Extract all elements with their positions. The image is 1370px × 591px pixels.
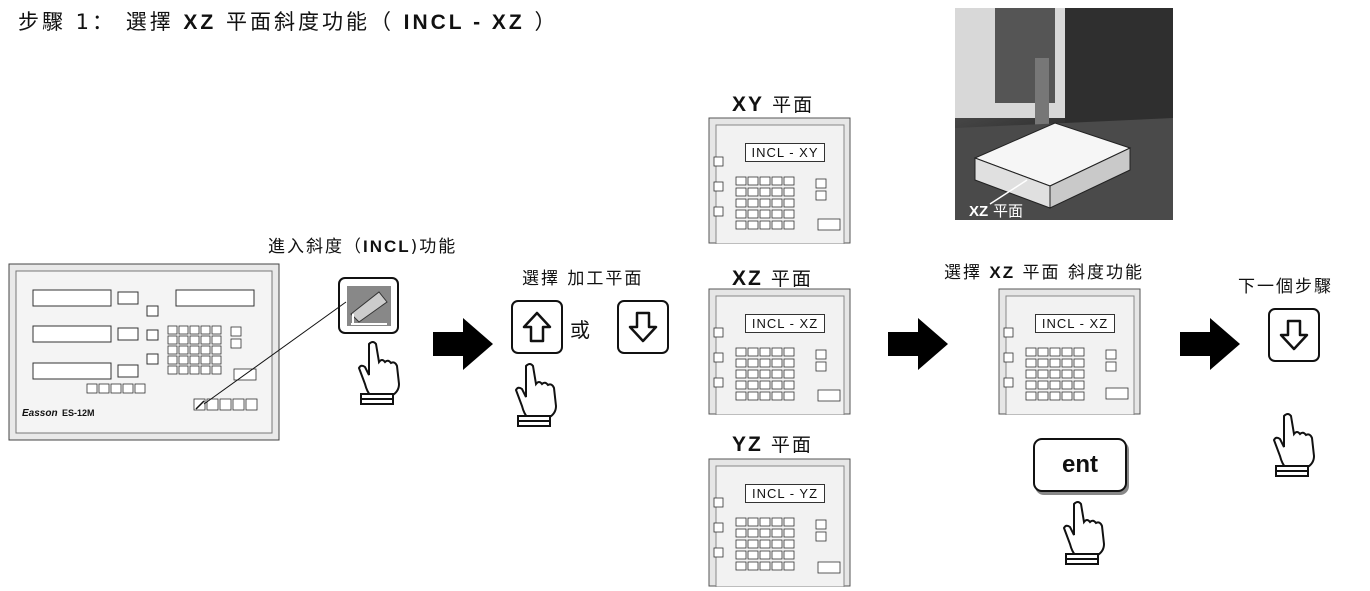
mini-display-xz: INCL - XZ: [745, 314, 825, 333]
milling-machine-photo: XZ 平面: [955, 8, 1173, 220]
mini-panel-xy: INCL - XY: [708, 117, 851, 245]
incl-key[interactable]: [338, 277, 399, 334]
next-down-key[interactable]: [1268, 308, 1320, 362]
pointing-hand-icon: [357, 341, 401, 405]
mini-display-xy: INCL - XY: [745, 143, 825, 162]
right-arrow-icon: [433, 318, 493, 370]
plane-label-xz: XZ 平面: [732, 267, 813, 290]
step1-label: 進入斜度（INCL)功能: [268, 237, 458, 257]
plane-label-xy: XY 平面: [732, 93, 815, 116]
ent-button[interactable]: ent: [1033, 438, 1127, 492]
step4-label: 下一個步驟: [1238, 277, 1333, 297]
up-arrow-key[interactable]: [511, 300, 563, 354]
pointing-hand-icon: [1062, 501, 1106, 565]
callout-line: [203, 301, 347, 405]
pointing-hand-icon: [514, 363, 558, 427]
incl-slope-icon: [346, 285, 391, 326]
plane-label-yz: YZ 平面: [732, 433, 813, 456]
mini-panel-selected: INCL - XZ: [998, 288, 1141, 416]
mini-display-yz: INCL - YZ: [745, 484, 825, 503]
photo-plane-label: XZ 平面: [969, 202, 1023, 220]
mini-panel-xz: INCL - XZ: [708, 288, 851, 416]
or-text: 或: [570, 318, 590, 342]
mini-panel-yz: INCL - YZ: [708, 458, 851, 588]
page-title: 步驟 1： 選擇 XZ 平面斜度功能（ INCL - XZ ）: [18, 10, 559, 34]
dro-model: ES-12M: [62, 408, 95, 418]
right-arrow-icon: [888, 318, 948, 370]
step3-label: 選擇 XZ 平面 斜度功能: [944, 263, 1144, 283]
mini-display-selected: INCL - XZ: [1035, 314, 1115, 333]
dro-main-panel: Easson ES-12M: [8, 263, 280, 441]
dro-brand: Easson: [22, 408, 58, 419]
down-arrow-icon: [628, 311, 658, 343]
right-arrow-icon: [1180, 318, 1240, 370]
down-arrow-icon: [1279, 319, 1309, 351]
down-arrow-key[interactable]: [617, 300, 669, 354]
step2-label: 選擇 加工平面: [522, 269, 644, 289]
pointing-hand-icon: [1272, 413, 1316, 477]
up-arrow-icon: [522, 311, 552, 343]
